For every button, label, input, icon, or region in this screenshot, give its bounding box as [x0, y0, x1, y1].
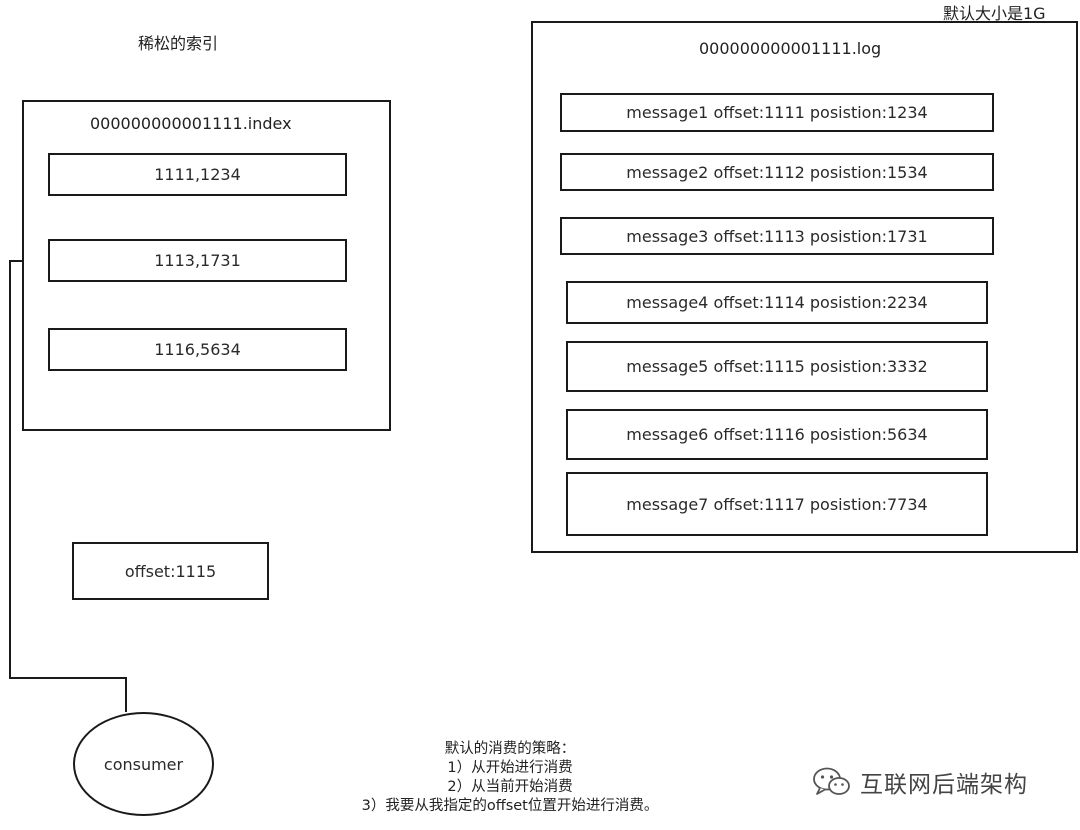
log-message: message4 offset:1114 posistion:2234	[566, 281, 988, 324]
log-message: message5 offset:1115 posistion:3332	[566, 341, 988, 392]
log-message: message2 offset:1112 posistion:1534	[560, 153, 994, 191]
consumer-node: consumer	[73, 712, 214, 816]
log-message: message7 offset:1117 posistion:7734	[566, 472, 988, 536]
log-message: message6 offset:1116 posistion:5634	[566, 409, 988, 460]
index-entry: 1111,1234	[48, 153, 347, 196]
consumption-strategy-note: 默认的消费的策略： 1）从开始进行消费 2）从当前开始消费 3）我要从我指定的o…	[330, 740, 690, 816]
consumer-offset-box: offset:1115	[72, 542, 269, 600]
strategy-item: 2）从当前开始消费	[447, 779, 573, 795]
log-size-caption: 默认大小是1G	[943, 4, 1046, 23]
log-filename: 000000000001111.log	[699, 39, 882, 58]
strategy-title: 默认的消费的策略：	[444, 741, 576, 757]
index-entry: 1113,1731	[48, 239, 347, 282]
log-message: message3 offset:1113 posistion:1731	[560, 217, 994, 255]
index-caption: 稀松的索引	[138, 34, 219, 53]
consumer-label: consumer	[103, 754, 184, 774]
log-message: message1 offset:1111 posistion:1234	[560, 93, 994, 132]
watermark-text: 互联网后端架构	[860, 772, 1028, 798]
strategy-item: 1）从开始进行消费	[447, 760, 573, 776]
index-filename: 000000000001111.index	[90, 114, 292, 133]
index-entry: 1116,5634	[48, 328, 347, 371]
strategy-item: 3）我要从我指定的offset位置开始进行消费。	[361, 798, 659, 814]
wechat-icon	[813, 767, 850, 795]
watermark: 互联网后端架构	[812, 762, 1028, 802]
